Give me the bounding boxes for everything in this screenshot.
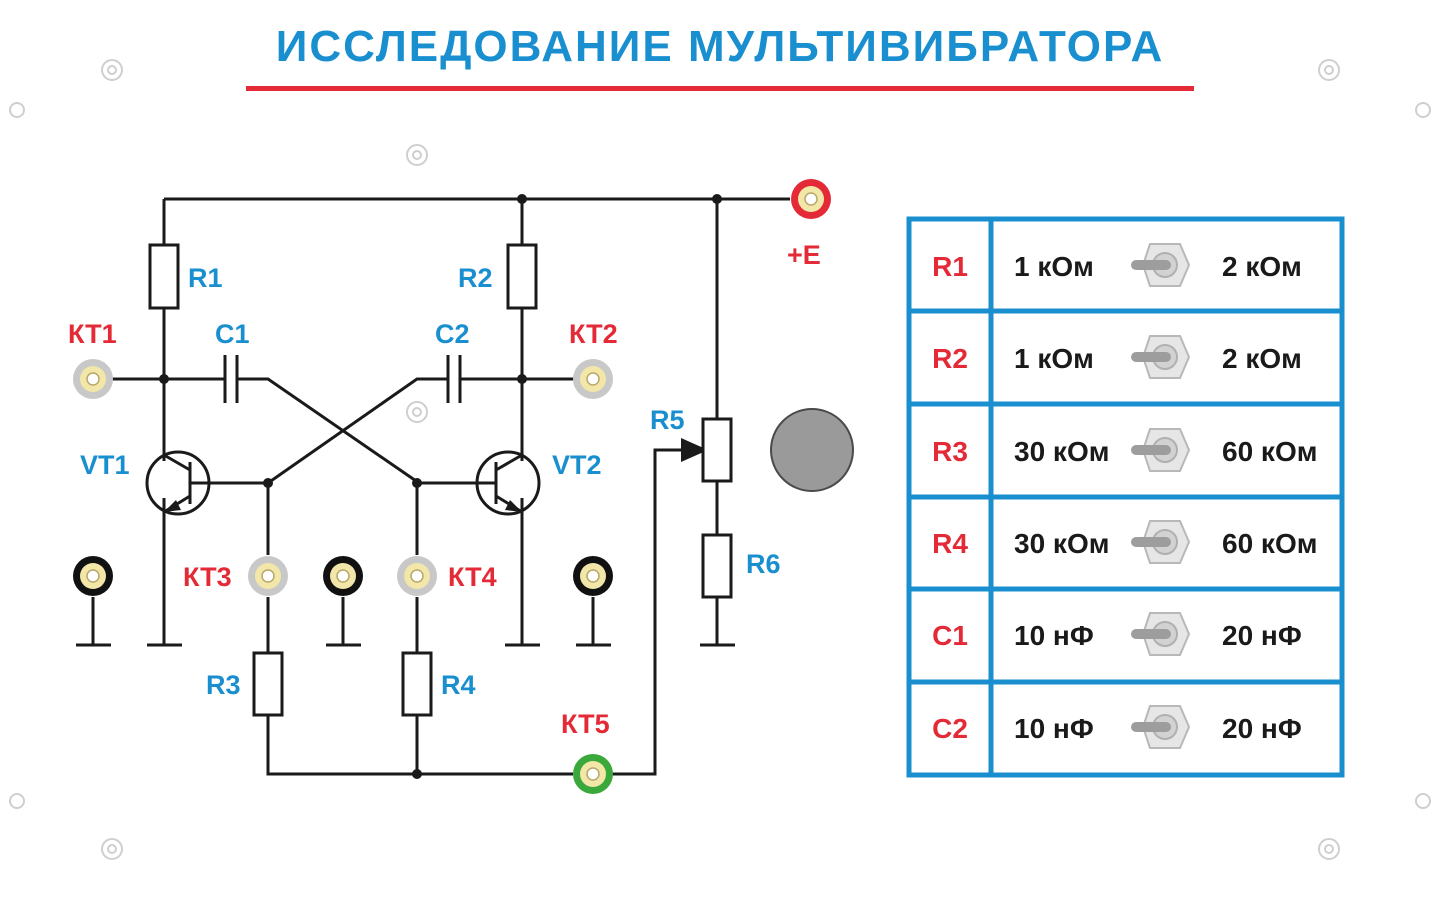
label-c1: C1 — [215, 319, 250, 349]
label-kt4: КТ4 — [448, 562, 497, 592]
resistor-r4 — [401, 651, 433, 717]
screw-icon — [1318, 838, 1340, 860]
label-r6: R6 — [746, 549, 781, 579]
table-row-name: C2 — [932, 713, 968, 744]
socket-kt5[interactable] — [573, 754, 613, 794]
label-r4: R4 — [441, 670, 476, 700]
capacitor-c2 — [446, 355, 462, 403]
table-row-left-value: 1 кОм — [1014, 343, 1094, 374]
hole-icon — [1415, 793, 1431, 809]
label-r3: R3 — [206, 670, 241, 700]
toggle-switch-c2[interactable] — [1131, 705, 1191, 749]
table-row-right-value: 60 кОм — [1222, 436, 1317, 467]
table-row-left-value: 30 кОм — [1014, 436, 1109, 467]
table-row-name: R2 — [932, 343, 968, 374]
screw-icon — [101, 838, 123, 860]
socket-kt1[interactable] — [73, 359, 113, 399]
table-row-name: R1 — [932, 251, 968, 282]
label-supply: +E — [787, 240, 821, 270]
resistor-r3 — [252, 651, 284, 717]
table-row-name: R4 — [932, 528, 968, 559]
ground-socket[interactable] — [73, 556, 113, 596]
table-row-right-value: 20 нФ — [1222, 620, 1302, 651]
label-r1: R1 — [188, 263, 223, 293]
table-row-right-value: 2 кОм — [1222, 251, 1302, 282]
wires — [76, 197, 790, 776]
transistor-vt2 — [475, 450, 541, 516]
socket-kt4[interactable] — [397, 556, 437, 596]
resistor-r5 — [701, 417, 733, 483]
toggle-switch-r1[interactable] — [1131, 243, 1191, 287]
label-kt1: КТ1 — [68, 319, 117, 349]
label-c2: C2 — [435, 319, 470, 349]
resistor-r6 — [701, 533, 733, 599]
table-row-left-value: 30 кОм — [1014, 528, 1109, 559]
table-row-name: C1 — [932, 620, 968, 651]
table-row-right-value: 2 кОм — [1222, 343, 1302, 374]
socket-kt3[interactable] — [248, 556, 288, 596]
hole-icon — [9, 793, 25, 809]
ground-socket[interactable] — [573, 556, 613, 596]
table-row-left-value: 1 кОм — [1014, 251, 1094, 282]
table-row-name: R3 — [932, 436, 968, 467]
toggle-switch-r2[interactable] — [1131, 335, 1191, 379]
title-underline — [246, 86, 1194, 91]
label-vt1: VT1 — [80, 450, 130, 480]
label-kt5: КТ5 — [561, 709, 610, 739]
label-kt3: КТ3 — [183, 562, 232, 592]
resistor-r2 — [506, 243, 538, 310]
transistor-vt1 — [145, 450, 211, 516]
toggle-switch-r4[interactable] — [1131, 520, 1191, 564]
table-row-right-value: 20 нФ — [1222, 713, 1302, 744]
capacitor-c1 — [223, 355, 239, 403]
screw-icon — [406, 144, 428, 166]
socket-kt2[interactable] — [573, 359, 613, 399]
hole-icon — [1415, 102, 1431, 118]
supply-socket[interactable] — [791, 179, 831, 219]
table-row-right-value: 60 кОм — [1222, 528, 1317, 559]
table-row-left-value: 10 нФ — [1014, 713, 1094, 744]
resistor-r1 — [148, 243, 180, 310]
hole-icon — [9, 102, 25, 118]
table-row-left-value: 10 нФ — [1014, 620, 1094, 651]
switch-table: R1 1 кОм 2 кОм R2 1 кОм 2 кОм R3 30 кОм … — [906, 216, 1345, 778]
ground-socket[interactable] — [323, 556, 363, 596]
page-title: ИССЛЕДОВАНИЕ МУЛЬТИВИБРАТОРА — [275, 22, 1165, 71]
label-r2: R2 — [458, 263, 493, 293]
toggle-switch-c1[interactable] — [1131, 612, 1191, 656]
screw-icon — [406, 401, 428, 423]
junctions — [159, 194, 722, 779]
label-r5: R5 — [650, 405, 685, 435]
toggle-switch-r3[interactable] — [1131, 428, 1191, 472]
screw-icon — [101, 59, 123, 81]
potentiometer-knob[interactable] — [770, 408, 854, 492]
mounting-screws — [9, 59, 1431, 860]
screw-icon — [1318, 59, 1340, 81]
label-kt2: КТ2 — [569, 319, 618, 349]
label-vt2: VT2 — [552, 450, 602, 480]
